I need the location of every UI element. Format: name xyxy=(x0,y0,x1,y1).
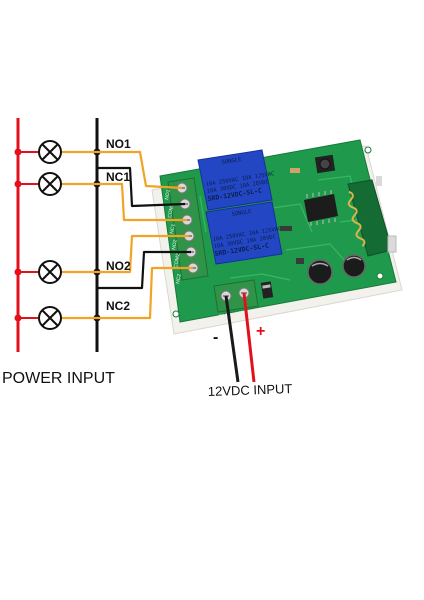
dc-negative-wire xyxy=(224,295,240,383)
terminal-label: NC2 xyxy=(175,273,183,284)
relay-module: SONGLE 10A 250VAC 10A 125VAC 10A 30VDC 1… xyxy=(151,139,403,335)
negative-sign: - xyxy=(213,329,218,346)
relay-2: SONGLE 10A 250VAC 10A 125VAC 10A 30VDC 1… xyxy=(205,201,283,265)
rf-module xyxy=(347,176,397,257)
relay-2-brand: SONGLE xyxy=(231,209,252,218)
wire-no2 xyxy=(62,234,189,274)
terminal-label: NC1 xyxy=(169,223,177,234)
dc-input-wires xyxy=(224,292,256,383)
pcb-traces xyxy=(199,175,373,281)
power-terminal-label: VCC xyxy=(236,309,248,317)
push-button xyxy=(314,154,336,174)
wire-no1 xyxy=(62,150,183,190)
terminal-label: NO2 xyxy=(171,239,179,250)
positive-sign: + xyxy=(256,323,265,340)
wire-nc1 xyxy=(62,182,187,222)
small-components xyxy=(260,168,304,299)
terminal-label: COM1 xyxy=(167,203,175,218)
lamps xyxy=(18,140,97,330)
label-no2: NO2 xyxy=(106,259,131,273)
dc-input-caption: 12VDC INPUT xyxy=(208,381,293,399)
wire-nc2 xyxy=(62,266,193,320)
relay-1: SONGLE 10A 250VAC 10A 125VAC 10A 30VDC 1… xyxy=(197,149,275,211)
terminal-label: COM2 xyxy=(173,253,181,268)
wire-com2 xyxy=(97,250,191,290)
label-nc2: NC2 xyxy=(106,299,130,313)
terminal-label: NO1 xyxy=(164,189,172,200)
power-terminal-label: GND xyxy=(218,312,230,320)
output-wires xyxy=(62,150,193,320)
wire-com1 xyxy=(97,166,186,208)
lamp-icon xyxy=(18,172,97,196)
ic-chip xyxy=(304,190,338,226)
power-input-caption: POWER INPUT xyxy=(2,370,115,387)
capacitors xyxy=(307,254,366,285)
dc-positive-wire xyxy=(242,292,256,383)
label-nc1: NC1 xyxy=(106,170,130,184)
relay-1-brand: SONGLE xyxy=(221,157,242,166)
label-no1: NO1 xyxy=(106,137,131,151)
power-terminal-block: GND VCC xyxy=(213,279,259,320)
terminal-labels: NO1 COM1 NC1 NO2 COM2 NC2 xyxy=(164,189,183,284)
